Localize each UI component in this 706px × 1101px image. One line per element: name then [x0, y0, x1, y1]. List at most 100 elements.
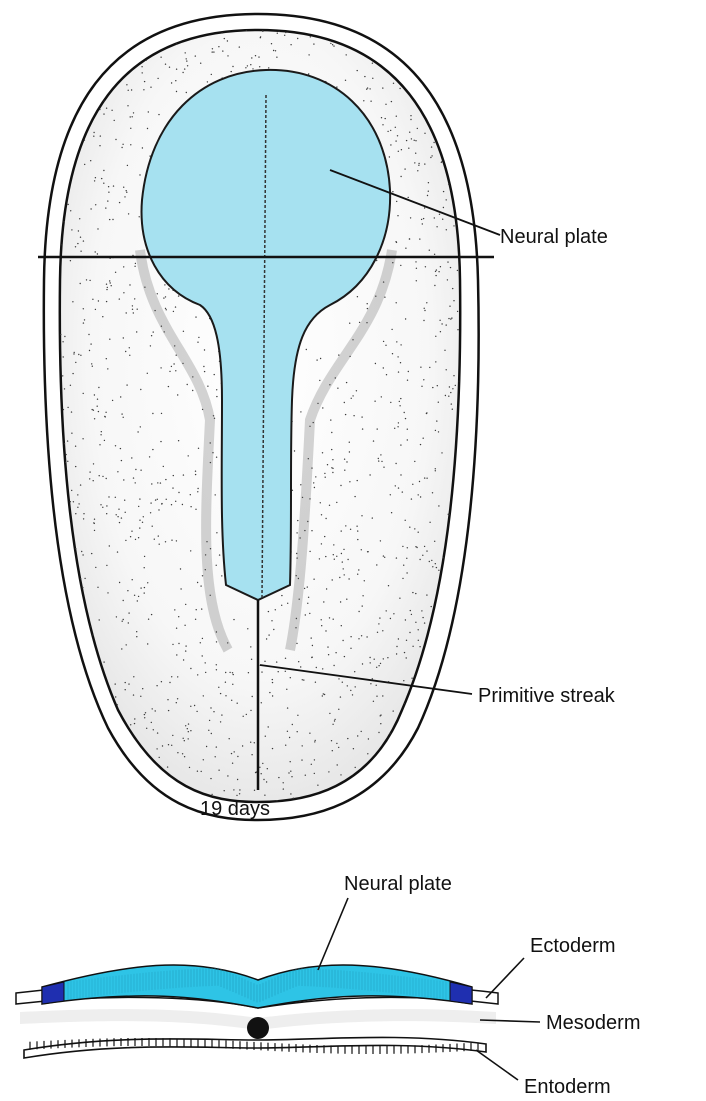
stipple-dot	[385, 118, 386, 119]
stipple-dot	[95, 177, 96, 178]
stipple-dot	[411, 498, 412, 499]
stipple-dot	[128, 90, 129, 91]
stipple-dot	[316, 667, 317, 668]
stipple-dot	[333, 619, 334, 620]
stipple-dot	[128, 213, 129, 214]
stipple-dot	[430, 157, 431, 158]
stipple-dot	[232, 684, 233, 685]
stipple-dot	[70, 501, 71, 502]
stipple-dot	[332, 44, 333, 45]
stipple-dot	[300, 666, 301, 667]
stipple-dot	[65, 454, 66, 455]
stipple-dot	[127, 165, 128, 166]
stipple-dot	[290, 44, 291, 45]
stipple-dot	[200, 642, 201, 643]
stipple-dot	[80, 355, 81, 356]
stipple-dot	[404, 412, 405, 413]
stipple-dot	[441, 452, 442, 453]
neural-plate-section-leader	[318, 898, 348, 970]
stipple-dot	[414, 162, 415, 163]
stipple-dot	[255, 55, 256, 56]
stipple-dot	[408, 371, 409, 372]
stipple-dot	[457, 655, 458, 656]
stipple-dot	[89, 471, 90, 472]
stipple-dot	[340, 774, 341, 775]
stipple-dot	[411, 678, 412, 679]
stipple-dot	[332, 724, 333, 725]
stipple-dot	[71, 433, 72, 434]
stipple-dot	[254, 742, 255, 743]
stipple-dot	[102, 316, 103, 317]
stipple-dot	[63, 221, 64, 222]
stipple-dot	[71, 490, 72, 491]
stipple-dot	[89, 280, 90, 281]
stipple-dot	[425, 266, 426, 267]
stipple-dot	[65, 618, 66, 619]
stipple-dot	[190, 550, 191, 551]
stipple-dot	[124, 500, 125, 501]
stipple-dot	[336, 556, 337, 557]
stipple-dot	[111, 110, 112, 111]
stipple-dot	[453, 225, 454, 226]
stipple-dot	[419, 481, 420, 482]
stipple-dot	[71, 788, 72, 789]
stipple-dot	[139, 498, 140, 499]
stipple-dot	[362, 595, 363, 596]
stipple-dot	[290, 677, 291, 678]
stipple-dot	[90, 208, 91, 209]
stipple-dot	[133, 312, 134, 313]
stipple-dot	[128, 622, 129, 623]
stipple-dot	[420, 496, 421, 497]
stipple-dot	[261, 702, 262, 703]
stipple-dot	[130, 144, 131, 145]
stipple-dot	[369, 657, 370, 658]
stipple-dot	[182, 753, 183, 754]
stipple-dot	[70, 33, 71, 34]
stipple-dot	[115, 497, 116, 498]
stipple-dot	[176, 69, 177, 70]
stipple-dot	[290, 761, 291, 762]
stipple-dot	[142, 72, 143, 73]
stipple-dot	[447, 261, 448, 262]
stipple-dot	[361, 515, 362, 516]
stipple-dot	[370, 662, 371, 663]
stipple-dot	[186, 92, 187, 93]
stipple-dot	[225, 682, 226, 683]
stipple-dot	[340, 485, 341, 486]
stipple-dot	[401, 149, 402, 150]
stipple-dot	[436, 420, 437, 421]
stipple-dot	[225, 672, 226, 673]
stipple-dot	[232, 763, 233, 764]
stipple-dot	[89, 747, 90, 748]
stipple-dot	[344, 459, 345, 460]
stipple-dot	[60, 616, 61, 617]
stipple-dot	[261, 773, 262, 774]
stipple-dot	[111, 285, 112, 286]
stipple-dot	[410, 610, 411, 611]
stipple-dot	[341, 553, 342, 554]
stipple-dot	[346, 461, 347, 462]
stipple-dot	[195, 474, 196, 475]
stipple-dot	[154, 539, 155, 540]
label-neural-plate: Neural plate	[500, 226, 608, 248]
stipple-dot	[202, 655, 203, 656]
stipple-dot	[436, 269, 437, 270]
stipple-dot	[426, 478, 427, 479]
stipple-dot	[83, 513, 84, 514]
stipple-dot	[383, 555, 384, 556]
stipple-dot	[387, 131, 388, 132]
stipple-dot	[429, 79, 430, 80]
stipple-dot	[119, 522, 120, 523]
stipple-dot	[90, 796, 91, 797]
stipple-dot	[107, 200, 108, 201]
stipple-dot	[106, 289, 107, 290]
stipple-dot	[231, 71, 232, 72]
stipple-dot	[131, 89, 132, 90]
stipple-dot	[333, 665, 334, 666]
stipple-dot	[457, 763, 458, 764]
stipple-dot	[402, 578, 403, 579]
stipple-dot	[65, 121, 66, 122]
stipple-dot	[349, 323, 350, 324]
stipple-dot	[278, 31, 279, 32]
stipple-dot	[169, 682, 170, 683]
